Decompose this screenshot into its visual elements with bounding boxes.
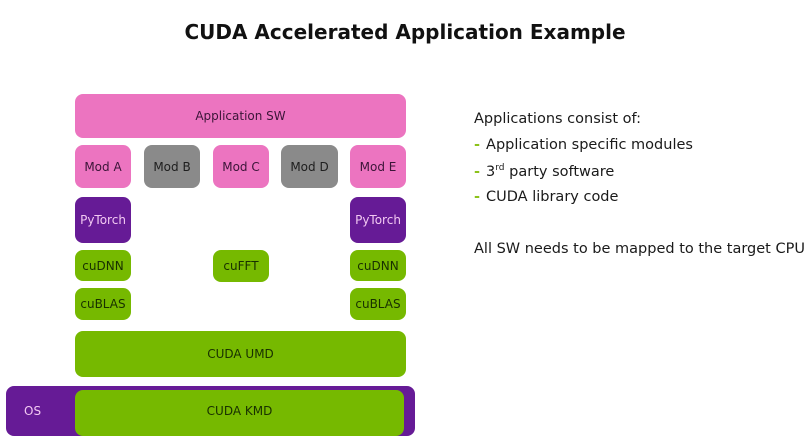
library-label: cuBLAS (80, 297, 126, 311)
bullet-item: -Application specific modules (474, 137, 693, 153)
cufft-block: cuFFT (213, 250, 269, 282)
cudnn-block-left: cuDNN (75, 250, 131, 281)
framework-label: PyTorch (80, 213, 126, 227)
bullet-dash: - (474, 189, 481, 205)
bullet-superscript: rd (495, 163, 505, 173)
module-block-c: Mod C (213, 145, 269, 188)
cuda-kmd-block: CUDA KMD (75, 390, 404, 436)
cudnn-block-right: cuDNN (350, 250, 406, 281)
module-label: Mod E (359, 159, 397, 174)
library-label: cuFFT (223, 259, 259, 273)
os-label: OS (24, 404, 42, 418)
cuda-umd-block: CUDA UMD (75, 331, 406, 377)
framework-label: PyTorch (355, 213, 401, 227)
bullet-item: -3rd party software (474, 163, 614, 180)
module-block-d: Mod D (281, 145, 338, 188)
library-label: cuDNN (82, 258, 124, 273)
bullet-dash: - (474, 137, 481, 153)
module-label: Mod A (84, 159, 122, 174)
cuda-kmd-label: CUDA KMD (206, 404, 273, 418)
slide-title: CUDA Accelerated Application Example (184, 20, 626, 44)
module-block-a: Mod A (75, 145, 131, 188)
bullet-dash: - (474, 163, 481, 180)
pytorch-block-left: PyTorch (75, 197, 131, 243)
bullet-text: CUDA library code (486, 189, 619, 205)
library-label: cuBLAS (355, 297, 401, 311)
module-label: Mod B (153, 159, 191, 174)
description-heading: Applications consist of: (474, 111, 641, 127)
bullet-text: party software (504, 163, 615, 180)
application-sw-label: Application SW (195, 109, 286, 123)
bullet-item: -CUDA library code (474, 189, 618, 205)
library-label: cuDNN (357, 258, 399, 273)
module-block-b: Mod B (144, 145, 200, 188)
application-sw-block: Application SW (75, 94, 406, 138)
cuda-umd-label: CUDA UMD (207, 347, 274, 361)
cublas-block-left: cuBLAS (75, 288, 131, 320)
description-note: All SW needs to be mapped to the target … (474, 241, 805, 257)
bullet-text-prefix: 3 (486, 163, 496, 180)
module-block-e: Mod E (350, 145, 406, 188)
pytorch-block-right: PyTorch (350, 197, 406, 243)
module-label: Mod C (222, 159, 260, 174)
bullet-text: Application specific modules (486, 137, 693, 153)
cublas-block-right: cuBLAS (350, 288, 406, 320)
module-label: Mod D (290, 159, 329, 174)
